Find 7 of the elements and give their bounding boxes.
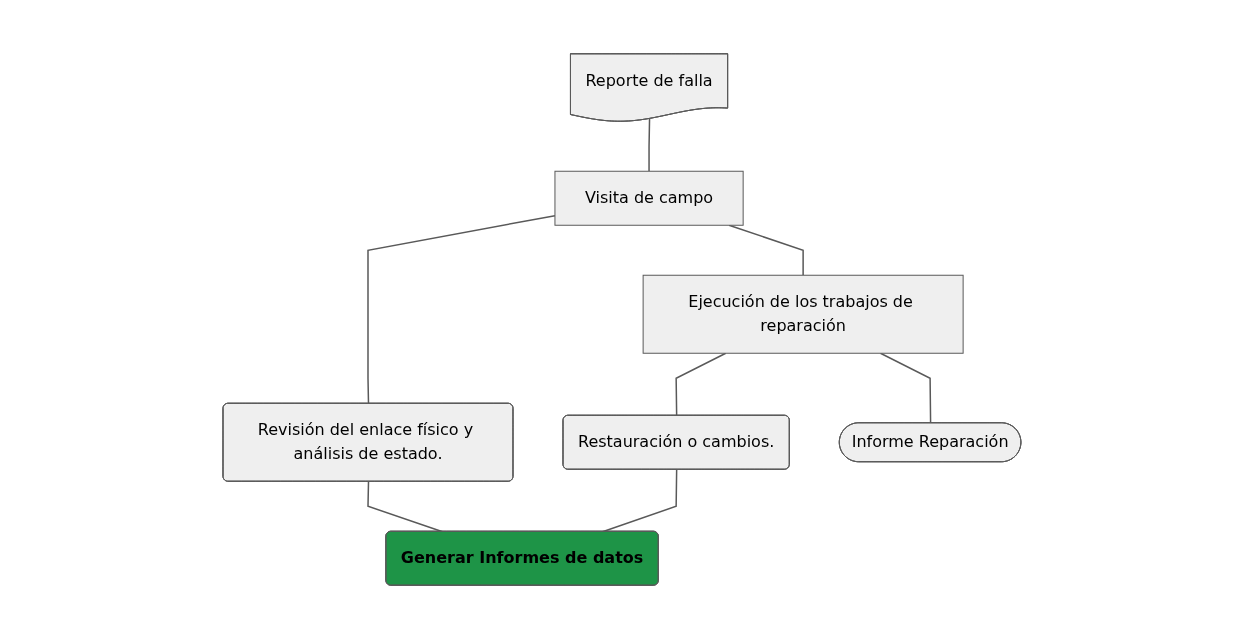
connector xyxy=(647,118,650,172)
connector xyxy=(366,481,443,533)
node-box: Ejecución de los trabajos de reparación xyxy=(642,274,964,354)
node-box: Visita de campo xyxy=(554,170,744,226)
connector xyxy=(879,352,931,424)
connector xyxy=(674,352,727,417)
connector xyxy=(366,214,556,405)
